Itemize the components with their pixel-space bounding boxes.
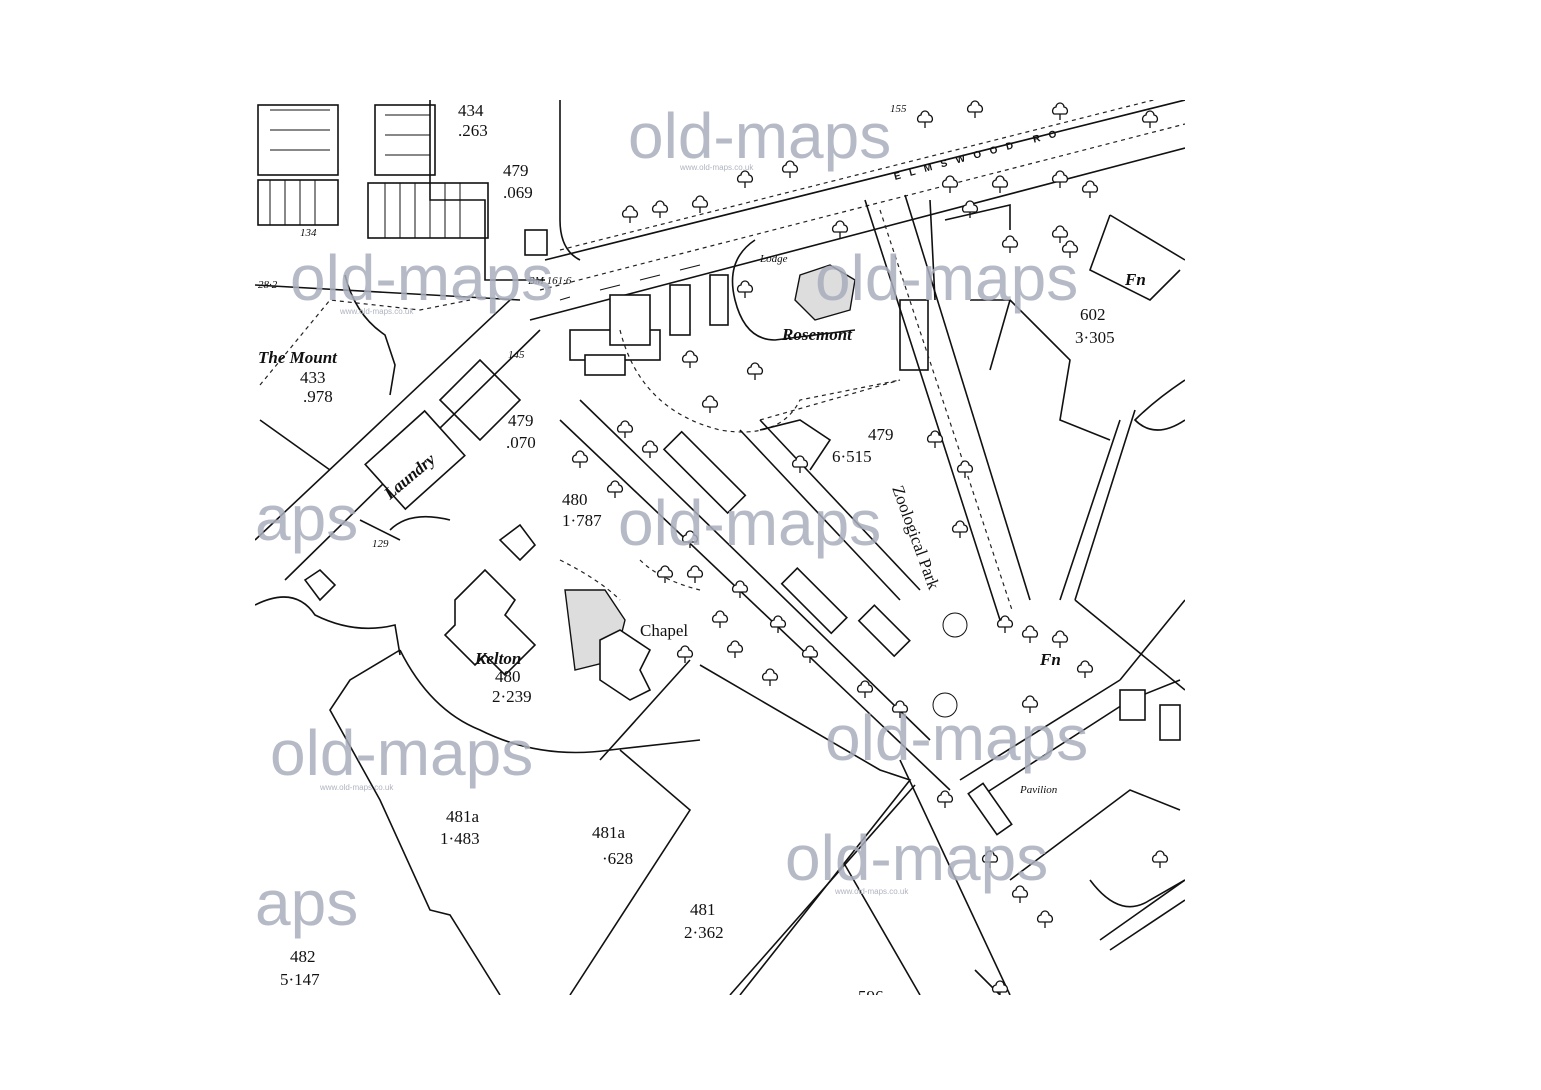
parcel-number: 481a: [446, 807, 480, 826]
parcel-area: .069: [503, 183, 533, 202]
watermarks: old-maps old-maps old-maps old-maps old-…: [255, 100, 1088, 939]
parcel-area: 1·787: [562, 511, 602, 530]
map-linework: ELMSWOOD RO The Mount Laundry Lodge Rose…: [255, 100, 1185, 1006]
watermark: aps: [255, 482, 358, 554]
label-lodge: Lodge: [759, 253, 788, 265]
parcel-number: 480: [562, 490, 588, 509]
watermark-subtext: www.old-maps.co.uk: [834, 887, 909, 896]
laundry-building: [364, 409, 466, 511]
label-kelton: Kelton: [474, 649, 521, 668]
parcel-area: 2·362: [684, 923, 724, 942]
watermark: old-maps: [825, 702, 1088, 774]
parcel-number: 481a: [592, 823, 626, 842]
parcel-number: 602: [1080, 305, 1106, 324]
watermark: old-maps: [628, 100, 891, 172]
southern-fields: [255, 596, 1011, 995]
watermark-subtext: www.old-maps.co.uk: [319, 783, 394, 792]
road-name-label: ELMSWOOD RO: [893, 127, 1067, 183]
label-zoological-park: Zoological Park: [888, 483, 943, 592]
parcel-number: 481: [690, 900, 716, 919]
spot-heights: BM 161·6 134 145 129 155 28·2: [258, 103, 907, 550]
parcel-number: 433: [300, 368, 326, 387]
watermark-subtext: www.old-maps.co.uk: [339, 307, 414, 316]
parcel-area: 1·483: [440, 829, 480, 848]
parcel-area: 6·515: [832, 447, 872, 466]
spot-height: 28·2: [258, 279, 278, 291]
watermark: old-maps: [270, 717, 533, 789]
label-fn: Fn: [1124, 270, 1146, 289]
benchmark-label: BM 161·6: [528, 275, 572, 287]
parcel-number: 479: [503, 161, 529, 180]
parcel-area: .978: [303, 387, 333, 406]
garden-path: [619, 329, 901, 433]
parcel-number: 482: [290, 947, 316, 966]
watermark: old-maps: [618, 487, 881, 559]
kelton-house: [303, 523, 652, 701]
parcel-area: 2·239: [492, 687, 532, 706]
parcel-area: .263: [458, 121, 488, 140]
rosemont-buildings: [569, 239, 929, 376]
spot-height: 134: [300, 227, 317, 239]
watermark: old-maps: [290, 242, 553, 314]
parcel-area: ·628: [602, 849, 633, 868]
watermark: old-maps: [785, 822, 1048, 894]
pavilion-area: [959, 599, 1185, 951]
parcel-number: 479: [868, 425, 894, 444]
parcel-area: 5·147: [280, 970, 320, 989]
field-602-boundary: [944, 203, 1111, 441]
label-fn: Fn: [1039, 650, 1061, 669]
parcel-labels: 434 .263 479 .069 433 .978 479 .070 480 …: [280, 101, 1115, 1006]
label-pavilion: Pavilion: [1019, 784, 1058, 796]
label-chapel: Chapel: [640, 621, 688, 640]
label-the-mount: The Mount: [258, 348, 338, 367]
parcel-number: 480: [495, 667, 521, 686]
parcel-number: 479: [508, 411, 534, 430]
parcel-area: 3·305: [1075, 328, 1115, 347]
spot-height: 145: [508, 349, 525, 361]
label-rosemont: Rosemont: [781, 325, 853, 344]
elmswood-road: [529, 100, 1185, 321]
watermark-subtext: www.old-maps.co.uk: [679, 163, 754, 172]
the-mount-boundary: [259, 299, 471, 386]
spot-height: 155: [890, 103, 907, 115]
parcel-number: 596: [858, 987, 884, 1006]
watermark: aps: [255, 867, 358, 939]
parcel-area: .070: [506, 433, 536, 452]
watermark: old-maps: [815, 242, 1078, 314]
spot-height: 129: [372, 538, 389, 550]
terrace-houses: [257, 100, 581, 281]
zoo-enclosures: [559, 399, 968, 791]
zoological-avenue: [864, 194, 1031, 621]
parcel-number: 434: [458, 101, 484, 120]
